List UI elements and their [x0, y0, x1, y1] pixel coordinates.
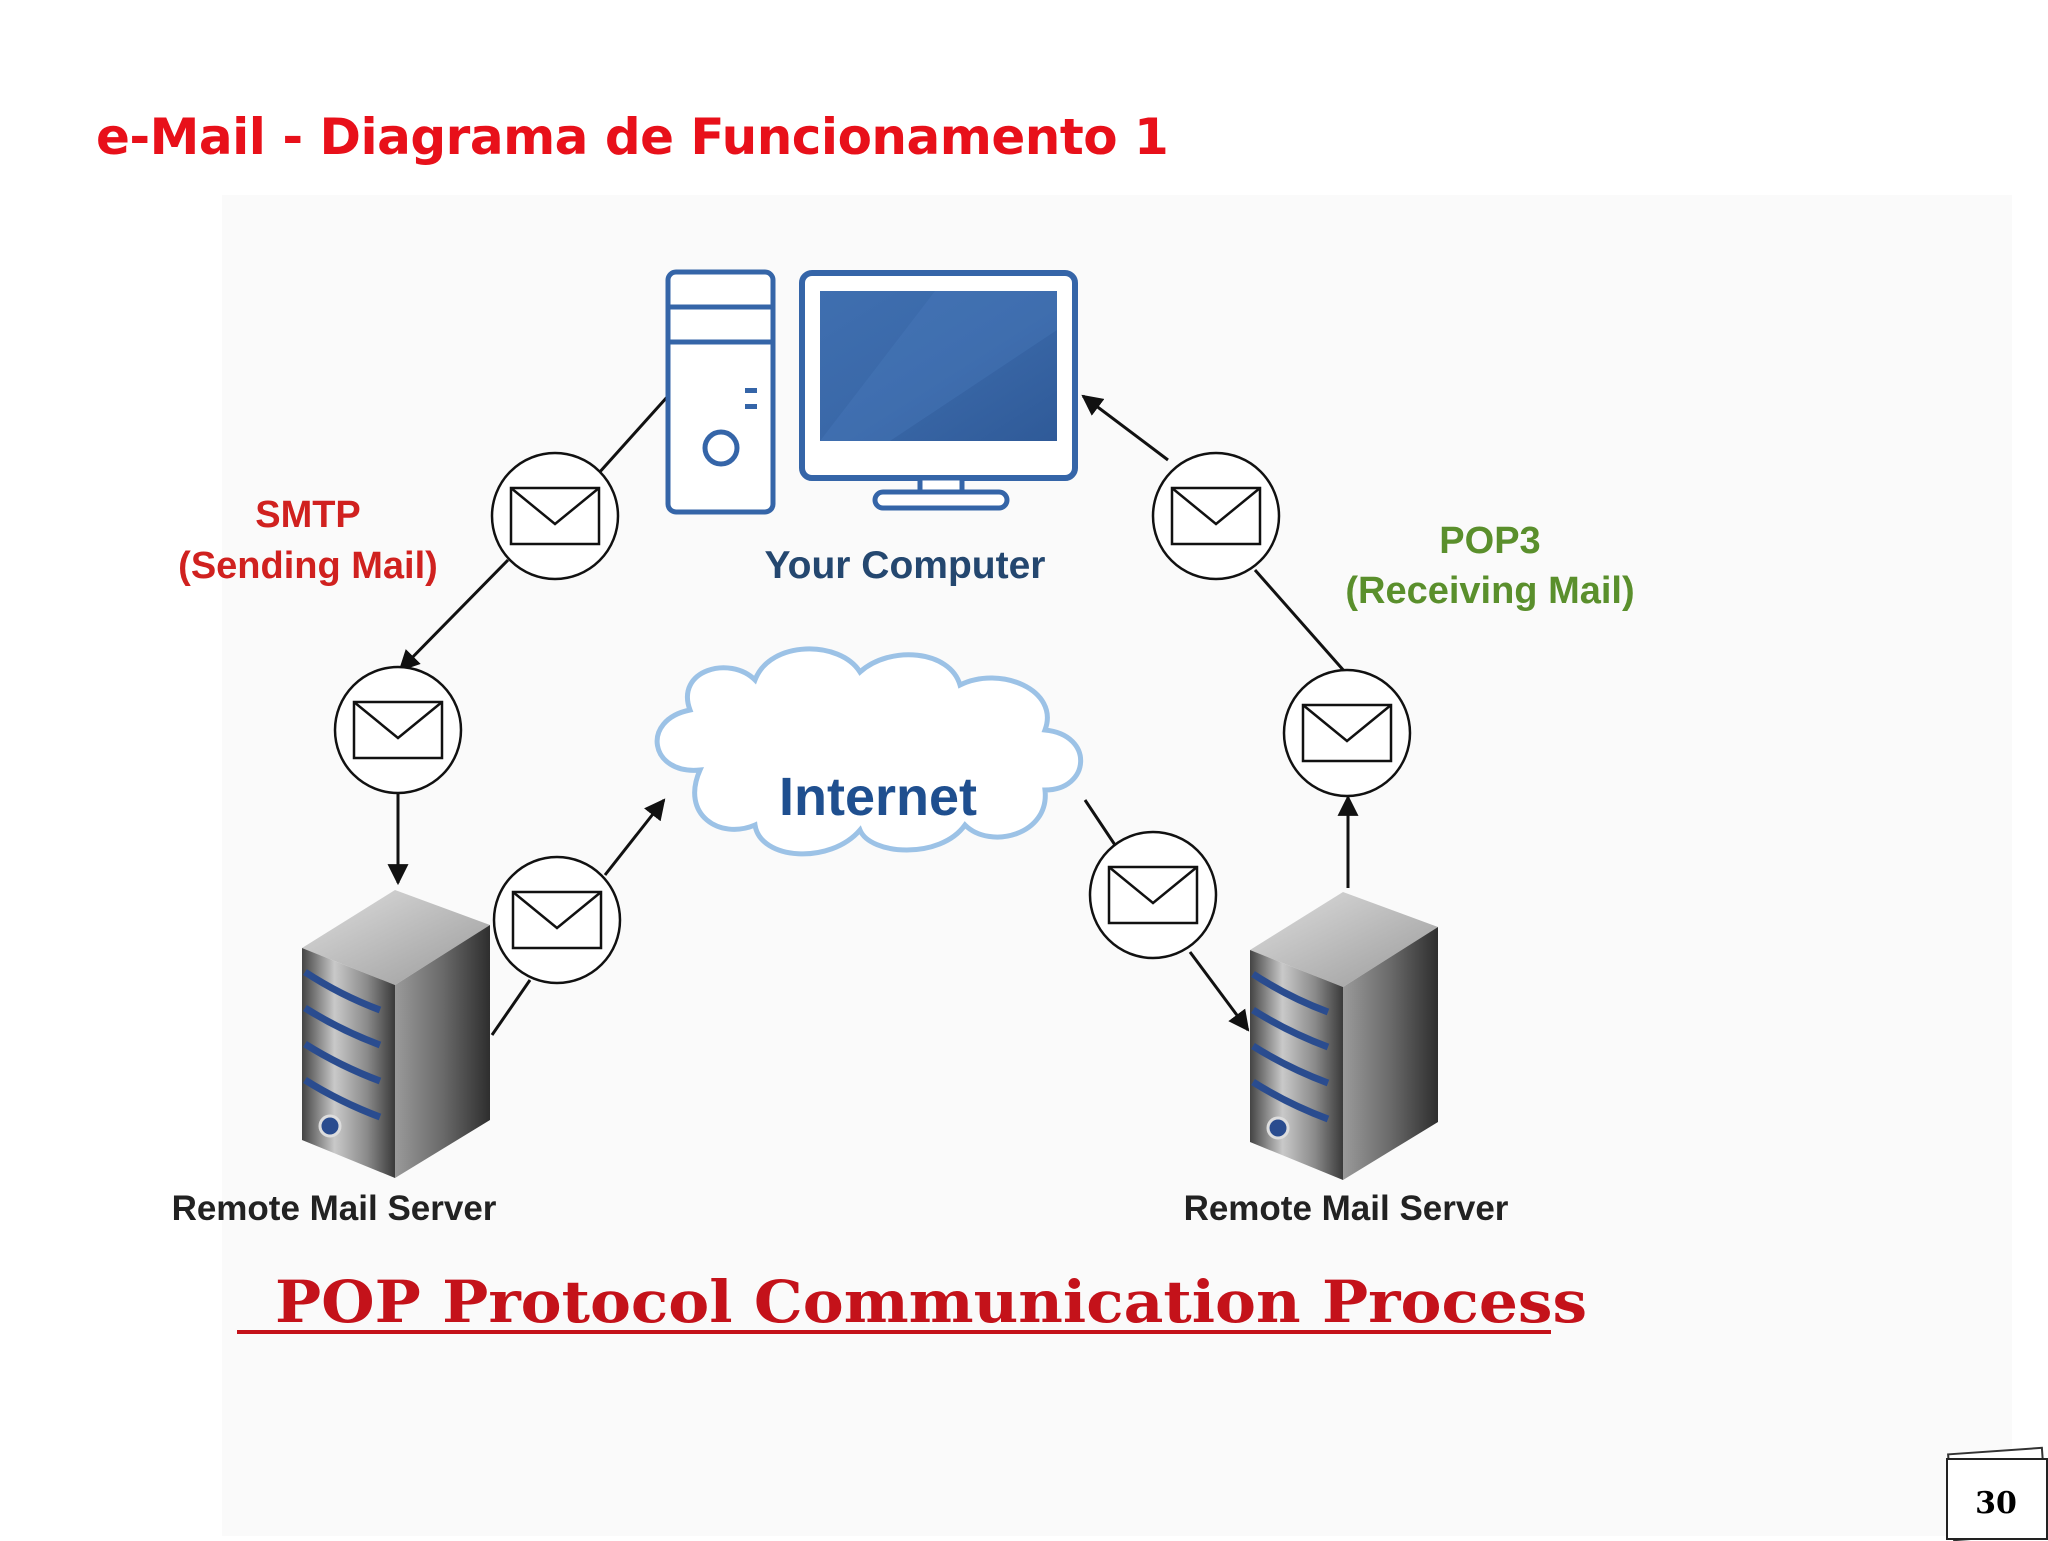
- envelope-icon: [333, 665, 463, 795]
- connectors: [387, 394, 1359, 1036]
- connector-internet-to-env: [1083, 799, 1117, 846]
- arrow-smtp-to-left-env: [398, 558, 510, 672]
- arrow-env-to-internet: [603, 798, 666, 876]
- internet-label: Internet: [779, 767, 977, 827]
- page-number-badge: 30: [1946, 1446, 2048, 1541]
- left-mail-server-icon: [302, 890, 490, 1178]
- computer-monitor-icon: [799, 270, 1078, 511]
- computer-label: Your Computer: [765, 544, 1046, 587]
- right-mail-server-icon: [1250, 892, 1438, 1180]
- envelope-icon: [1088, 830, 1218, 960]
- diagram-caption: POP Protocol Communication Process: [275, 1268, 1587, 1336]
- left-server-label: Remote Mail Server: [172, 1189, 497, 1228]
- envelope-icon: [1151, 451, 1281, 581]
- arrow-pop3-env-to-computer: [1081, 394, 1169, 462]
- smtp-sublabel: (Sending Mail): [178, 545, 438, 587]
- internet-cloud-icon: [654, 646, 1084, 857]
- arrow-env-to-right-server: [1188, 951, 1250, 1032]
- slide-title: e-Mail - Diagrama de Funcionamento 1: [96, 108, 1169, 166]
- pop3-sublabel: (Receiving Mail): [1345, 570, 1634, 612]
- smtp-label: SMTP: [255, 494, 361, 536]
- computer-tower-icon: [665, 269, 776, 515]
- envelope-icon: [1282, 668, 1412, 798]
- right-server-label: Remote Mail Server: [1184, 1189, 1509, 1228]
- connector-computer-to-smtp-env: [596, 394, 670, 476]
- connector-left-server-to-env: [490, 979, 532, 1036]
- envelope-icon: [490, 451, 620, 581]
- connector-right-env-to-pop3-env: [1253, 569, 1347, 673]
- page-number: 30: [1975, 1485, 2017, 1521]
- pop3-label: POP3: [1439, 520, 1540, 562]
- envelope-icon: [492, 855, 622, 985]
